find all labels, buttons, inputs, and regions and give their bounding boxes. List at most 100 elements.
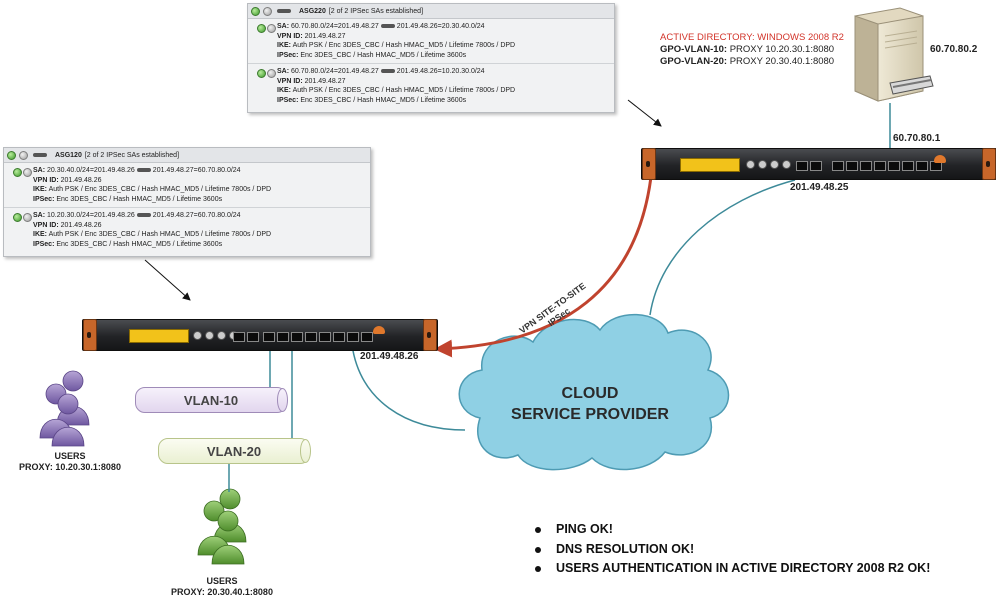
sa-panel-header: ASG120 [2 of 2 IPSec SAs established] bbox=[4, 148, 370, 163]
sa-left: 60.70.80.0/24=201.49.48.27 bbox=[291, 23, 379, 30]
vlan20-label: VLAN-20 bbox=[206, 443, 262, 459]
ipsec-value: Enc 3DES_CBC / Hash HMAC_MD5 / Lifetime … bbox=[56, 240, 223, 248]
ike-label: IKE: bbox=[277, 42, 291, 49]
gateway-name: ASG220 bbox=[299, 7, 326, 15]
vpn-id-label: VPN ID: bbox=[33, 221, 59, 229]
status-grey-icon bbox=[267, 24, 276, 33]
vpn-id: 201.49.48.26 bbox=[60, 176, 102, 184]
sa-panel-header: ASG220 [2 of 2 IPSec SAs established] bbox=[248, 4, 614, 19]
gpo-vlan10-label: GPO-VLAN-10: bbox=[660, 44, 728, 55]
sa-right: 201.49.48.26=20.30.40.0/24 bbox=[396, 23, 485, 30]
vpn-id-label: VPN ID: bbox=[277, 32, 303, 40]
vlan10-label: VLAN-10 bbox=[183, 392, 239, 408]
ike-value: Auth PSK / Enc 3DES_CBC / Hash HMAC_MD5 … bbox=[292, 42, 516, 49]
status-grey-icon bbox=[263, 6, 272, 16]
ike-value: Auth PSK / Enc 3DES_CBC / Hash HMAC_MD5 … bbox=[48, 186, 272, 193]
gpo-vlan20-label: GPO-VLAN-20: bbox=[660, 56, 728, 67]
users-vlan10-proxy: PROXY: 10.20.30.1:8080 bbox=[19, 462, 121, 472]
server-ip: 60.70.80.2 bbox=[930, 44, 978, 55]
users-vlan20-label: USERS bbox=[206, 576, 238, 586]
asg120-sa-panel: ASG120 [2 of 2 IPSec SAs established] SA… bbox=[3, 147, 371, 257]
vpn-tunnel-arrow bbox=[434, 152, 663, 358]
link-left-gateway-to-cloud bbox=[351, 344, 466, 431]
sa-status: [2 of 2 IPSec SAs established] bbox=[84, 151, 180, 159]
result-item: DNS RESOLUTION OK! bbox=[533, 542, 930, 562]
users-vlan10-label: USERS bbox=[54, 451, 86, 461]
sa-right: 201.49.48.27=60.70.80.0/24 bbox=[152, 167, 241, 174]
link-icon bbox=[33, 153, 47, 157]
status-green-icon bbox=[251, 6, 260, 16]
ipsec-value: Enc 3DES_CBC / Hash HMAC_MD5 / Lifetime … bbox=[300, 51, 467, 59]
status-grey-icon bbox=[23, 213, 32, 222]
sa-label: SA: bbox=[277, 68, 290, 75]
sa-right: 201.49.48.27=60.70.80.0/24 bbox=[152, 212, 241, 219]
sa-status: [2 of 2 IPSec SAs established] bbox=[328, 7, 424, 15]
status-green-icon bbox=[257, 69, 266, 78]
users-vlan20-proxy: PROXY: 20.30.40.1:8080 bbox=[171, 587, 273, 597]
vpn-id: 201.49.48.27 bbox=[304, 77, 346, 85]
status-green-icon bbox=[13, 213, 22, 222]
gateway-name: ASG120 bbox=[55, 151, 82, 159]
server-lan-ip: 60.70.80.1 bbox=[893, 133, 941, 144]
ad-title: ACTIVE DIRECTORY: WINDOWS 2008 R2 bbox=[660, 32, 844, 43]
ipsec-label: IPSec: bbox=[277, 96, 299, 104]
ike-label: IKE: bbox=[33, 231, 47, 238]
tunnel-icon bbox=[136, 213, 151, 218]
gpo-vlan20-value: PROXY 20.30.40.1:8080 bbox=[729, 56, 835, 67]
vpn-id: 201.49.48.26 bbox=[60, 221, 102, 229]
sa-entry: SA: 60.70.80.0/24=201.49.48.27 201.49.48.… bbox=[248, 64, 614, 108]
link-cloud-to-right-gateway bbox=[649, 179, 796, 316]
ipsec-label: IPSec: bbox=[33, 240, 55, 248]
cloud-label: CLOUD SERVICE PROVIDER bbox=[500, 383, 680, 425]
left-gateway-appliance bbox=[82, 319, 438, 351]
result-item: PING OK! bbox=[533, 522, 930, 542]
cloud-label-line2: SERVICE PROVIDER bbox=[511, 406, 669, 423]
ike-value: Auth PSK / Enc 3DES_CBC / Hash HMAC_MD5 … bbox=[292, 87, 516, 94]
left-gateway-ip: 201.49.48.26 bbox=[360, 351, 419, 362]
tunnel-icon bbox=[380, 69, 395, 74]
users-vlan10-caption: USERS PROXY: 10.20.30.1:8080 bbox=[5, 451, 135, 473]
ipsec-label: IPSec: bbox=[277, 51, 299, 59]
status-grey-icon bbox=[23, 168, 32, 177]
status-grey-icon bbox=[19, 150, 28, 160]
sa-left: 10.20.30.0/24=201.49.48.26 bbox=[47, 212, 135, 219]
gpo-vlan10-value: PROXY 10.20.30.1:8080 bbox=[729, 44, 835, 55]
sa-entry: SA: 10.20.30.0/24=201.49.48.26 201.49.48.… bbox=[4, 208, 370, 252]
vpn-id-label: VPN ID: bbox=[33, 176, 59, 184]
right-gateway-ip: 201.49.48.25 bbox=[790, 182, 849, 193]
asg220-callout-arrow bbox=[627, 99, 662, 127]
status-green-icon bbox=[7, 150, 16, 160]
ipsec-label: IPSec: bbox=[33, 195, 55, 203]
vpn-id: 201.49.48.27 bbox=[304, 32, 346, 40]
sa-label: SA: bbox=[33, 212, 46, 219]
ipsec-value: Enc 3DES_CBC / Hash HMAC_MD5 / Lifetime … bbox=[300, 96, 467, 104]
sa-left: 60.70.80.0/24=201.49.48.27 bbox=[291, 68, 379, 75]
users-vlan20-caption: USERS PROXY: 20.30.40.1:8080 bbox=[157, 576, 287, 598]
sa-entry: SA: 20.30.40.0/24=201.49.48.26 201.49.48.… bbox=[4, 163, 370, 208]
tunnel-icon bbox=[136, 168, 151, 173]
users-vlan10-icon bbox=[39, 370, 90, 447]
right-gateway-appliance bbox=[641, 148, 996, 180]
sa-left: 20.30.40.0/24=201.49.48.26 bbox=[47, 167, 135, 174]
users-vlan20-icon bbox=[197, 488, 247, 565]
link-icon bbox=[277, 9, 291, 13]
vlan20-pipe: VLAN-20 bbox=[158, 438, 311, 464]
status-green-icon bbox=[13, 168, 22, 177]
status-grey-icon bbox=[267, 69, 276, 78]
vpn-id-label: VPN ID: bbox=[277, 77, 303, 85]
ike-value: Auth PSK / Enc 3DES_CBC / Hash HMAC_MD5 … bbox=[48, 231, 272, 238]
ike-label: IKE: bbox=[277, 87, 291, 94]
result-item: USERS AUTHENTICATION IN ACTIVE DIRECTORY… bbox=[533, 561, 930, 581]
results-list: PING OK! DNS RESOLUTION OK! USERS AUTHEN… bbox=[533, 522, 930, 581]
sa-label: SA: bbox=[277, 23, 290, 30]
sa-right: 201.49.48.26=10.20.30.0/24 bbox=[396, 68, 485, 75]
sa-entry: SA: 60.70.80.0/24=201.49.48.27 201.49.48.… bbox=[248, 19, 614, 64]
vlan10-pipe: VLAN-10 bbox=[135, 387, 288, 413]
active-directory-info: ACTIVE DIRECTORY: WINDOWS 2008 R2 GPO-VL… bbox=[660, 32, 844, 68]
sa-label: SA: bbox=[33, 167, 46, 174]
active-directory-server-icon bbox=[854, 7, 934, 102]
status-green-icon bbox=[257, 24, 266, 33]
ipsec-value: Enc 3DES_CBC / Hash HMAC_MD5 / Lifetime … bbox=[56, 195, 223, 203]
cloud-label-line1: CLOUD bbox=[561, 385, 619, 402]
asg120-callout-arrow bbox=[144, 259, 191, 301]
